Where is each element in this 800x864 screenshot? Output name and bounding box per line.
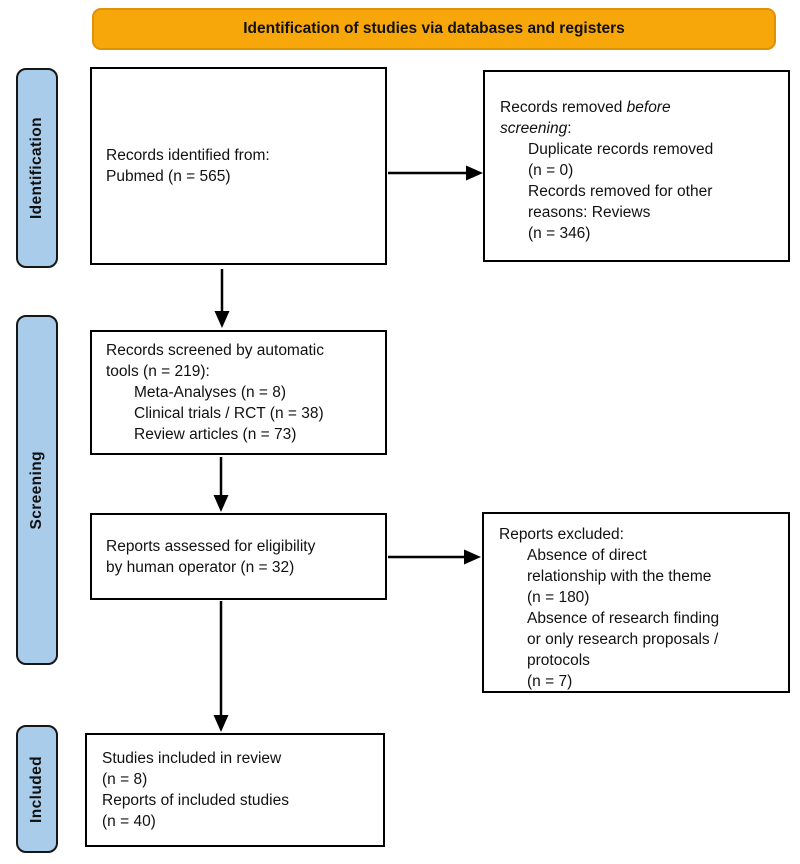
arrow-identified-to-screened-icon <box>214 269 230 328</box>
arrow-identified-to-removed-icon <box>388 165 483 181</box>
banner-identification-via-databases: Identification of studies via databases … <box>92 8 776 50</box>
banner-title: Identification of studies via databases … <box>243 20 625 37</box>
arrow-screened-to-eligibility-icon <box>213 457 229 512</box>
arrow-eligibility-to-included-icon <box>213 601 229 732</box>
sidebar-label-screening: Screening <box>16 315 58 665</box>
arrow-eligibility-to-excluded-icon <box>388 549 481 565</box>
sidebar-label-identification: Identification <box>16 68 58 268</box>
flow-box-studies-included: Studies included in review(n = 8)Reports… <box>85 733 385 847</box>
sidebar-label-included: Included <box>16 725 58 853</box>
flow-box-records-identified: Records identified from:Pubmed (n = 565) <box>90 67 387 265</box>
